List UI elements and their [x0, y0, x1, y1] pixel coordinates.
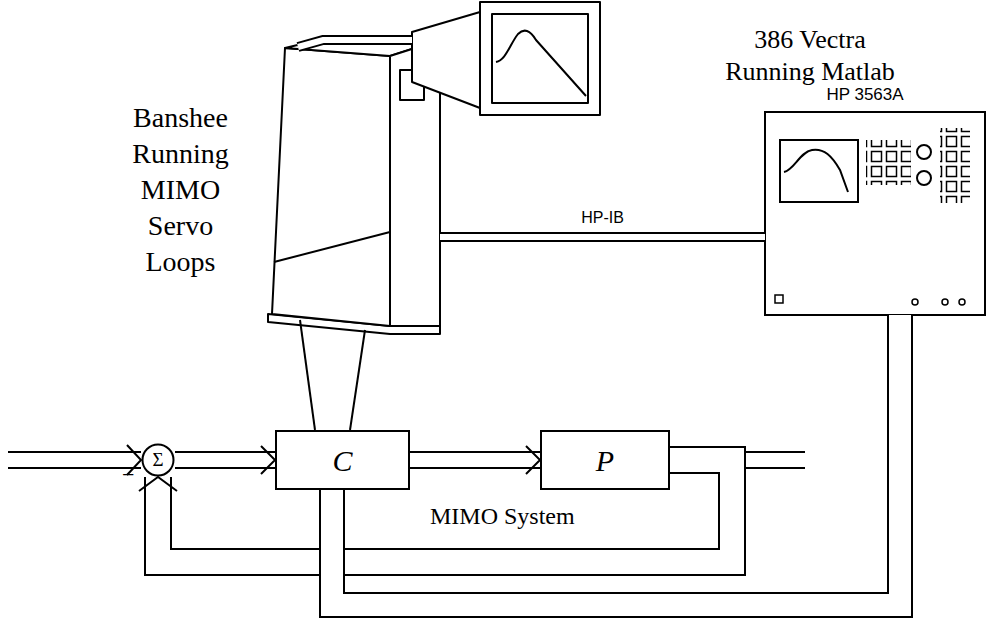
signal-pipe: [440, 237, 765, 238]
analyzer-drawing: [917, 171, 931, 185]
monitor-drawing: [496, 31, 586, 96]
signal-pipe: [332, 315, 900, 605]
analyzer-drawing: [942, 299, 948, 305]
summing-junction: Σ: [141, 443, 175, 477]
block-label: P: [596, 444, 614, 477]
connector-stroke: [440, 234, 765, 240]
device-label: 386 Vectra Running Matlab: [710, 24, 910, 88]
summing-circle: [143, 445, 174, 476]
block-label: Σ: [152, 450, 163, 471]
monitor-drawing: [412, 2, 600, 115]
signal-pipe: [175, 446, 275, 474]
analyzer-drawing: [959, 299, 965, 305]
monitor: 386 Vectra Running Matlab: [412, 0, 602, 118]
connector-stroke: [440, 232, 765, 242]
connector-stroke: [175, 451, 275, 469]
monitor-drawing: [480, 2, 600, 115]
analyzer-drawing: [912, 299, 918, 305]
analyzer-drawing: [940, 128, 970, 203]
connector-stroke: [298, 40, 412, 47]
analyzer-drawing: [784, 150, 848, 192]
controller-block: C: [275, 430, 410, 490]
analyzer-drawing: [775, 295, 783, 303]
connector-stroke: [175, 453, 275, 467]
arrow-head: [139, 477, 177, 491]
device-label: HP 3563A: [805, 85, 925, 105]
signal-pipe: [410, 446, 540, 474]
connector-stroke: [298, 40, 412, 47]
analyzer-drawing: [765, 112, 985, 315]
monitor-drawing: [412, 12, 480, 108]
system-label: MIMO System: [430, 503, 575, 529]
analyzer-drawing: [765, 112, 985, 315]
monitor-drawing: [492, 14, 588, 103]
block-label: C: [332, 444, 352, 477]
computer-tower-drawing: [274, 232, 390, 262]
connector-stroke: [332, 315, 900, 605]
signal-analyzer: HP 3563A: [765, 112, 985, 315]
analyzer-drawing: [866, 140, 911, 185]
analyzer-drawing: [780, 140, 858, 202]
arrow-head: [526, 446, 540, 474]
connector-stroke: [332, 315, 900, 605]
plant-block: P: [540, 430, 670, 490]
minus-sign: −: [122, 463, 134, 487]
arrow-head: [261, 446, 275, 474]
connector-stroke: [350, 330, 365, 430]
device-label: Banshee Running MIMO Servo Loops: [118, 100, 243, 280]
computer-tower-drawing: [272, 48, 390, 326]
bus-label: HP-IB: [581, 209, 624, 227]
link-line: [300, 320, 365, 430]
connector-stroke: [410, 451, 540, 469]
analyzer-drawing: [917, 145, 931, 159]
signal-pipe: [298, 40, 412, 47]
computer-tower: Banshee Running MIMO Servo Loops: [268, 35, 440, 334]
connector-stroke: [300, 320, 315, 430]
connector-stroke: [410, 453, 540, 467]
